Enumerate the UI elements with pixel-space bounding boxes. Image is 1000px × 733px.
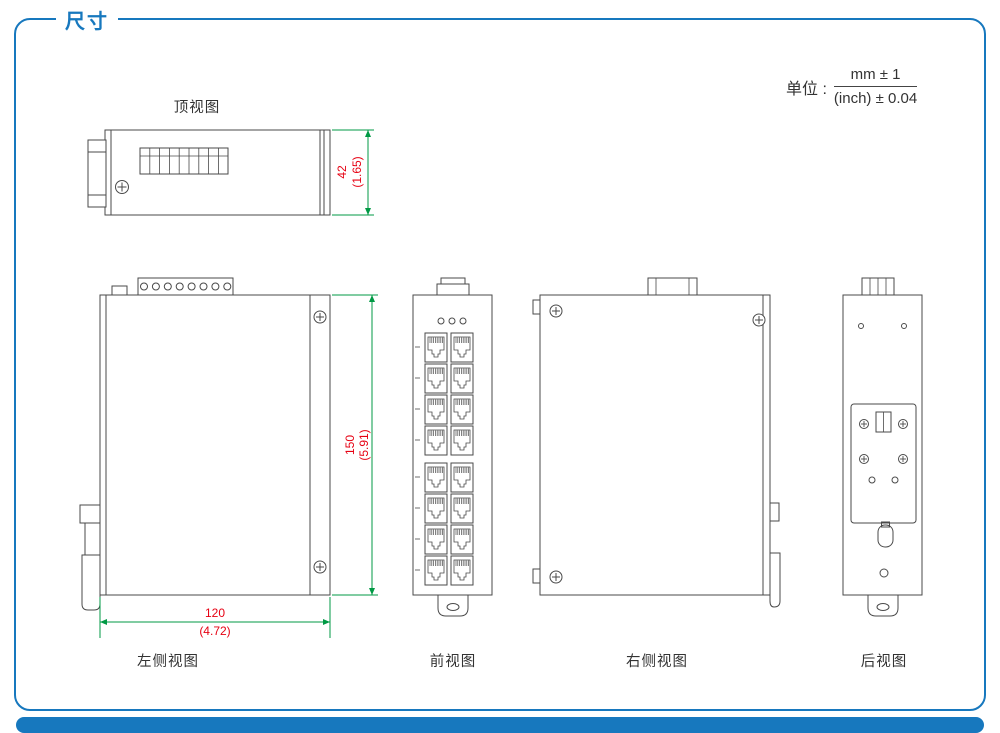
rear-view-body [842, 294, 923, 596]
grounding-tab [437, 594, 469, 617]
rj45-port [424, 363, 448, 394]
screw-icon [752, 313, 766, 327]
din-rail-plate [850, 403, 917, 524]
screw-icon [549, 304, 563, 318]
screw-icon [115, 180, 129, 194]
height-mm: 42 [335, 165, 349, 179]
terminal-block-side [111, 277, 234, 296]
rj45-port [424, 332, 448, 363]
screw-icon [549, 570, 563, 584]
terminal-block-top [139, 147, 229, 175]
rear-hole [901, 323, 907, 329]
unit-label: 单位 : [786, 80, 827, 98]
screw-icon [313, 310, 327, 324]
rj45-port [424, 493, 448, 524]
rj45-port [450, 394, 474, 425]
width-mm: 120 [205, 606, 225, 620]
rj45-port [450, 425, 474, 456]
width-dimension: 120 (4.72) [99, 597, 331, 638]
screw-icon [859, 454, 869, 464]
rj45-port [450, 555, 474, 586]
depth-inch: (5.91) [357, 429, 371, 460]
rj45-port [450, 332, 474, 363]
section-title: 尺寸 [56, 5, 118, 34]
unit-note: 单位 : mm ± 1 (inch) ± 0.04 [786, 66, 918, 107]
top-view-label: 顶视图 [173, 100, 221, 116]
led-indicators [437, 317, 467, 325]
rj45-port [450, 493, 474, 524]
rj45-port [450, 524, 474, 555]
right-top-protrusion [647, 277, 698, 296]
rj45-port [424, 394, 448, 425]
rear-top-protrusion [861, 277, 895, 296]
screw-icon [313, 560, 327, 574]
screw-icon [898, 454, 908, 464]
right-side-view-drawing [532, 277, 781, 608]
rj45-port [450, 462, 474, 493]
din-rail-clip-side [79, 504, 101, 611]
depth-mm: 150 [343, 435, 357, 455]
right-view-body [539, 294, 771, 596]
front-top-protrusion [436, 277, 470, 296]
rear-hole [858, 323, 864, 329]
rj45-port [424, 462, 448, 493]
left-side-view-drawing: 120 (4.72) 150 (5.91) [79, 277, 378, 638]
din-clip-release-tab [877, 521, 894, 548]
bottom-accent-bar [16, 717, 984, 733]
width-inch: (4.72) [199, 624, 230, 638]
port-side-ticks [415, 346, 420, 571]
front-view-drawing [412, 277, 493, 617]
din-rail-clip-side [769, 502, 781, 608]
right-side-view-label: 右侧视图 [626, 654, 688, 670]
unit-mm: mm ± 1 [833, 66, 918, 87]
din-clip-top [87, 139, 107, 208]
left-view-body [99, 294, 331, 596]
height-dimension: 42 (1.65) [332, 129, 374, 216]
panel-edge-tabs [532, 299, 541, 584]
unit-inch: (inch) ± 0.04 [833, 90, 918, 107]
height-inch: (1.65) [350, 156, 364, 187]
depth-dimension: 150 (5.91) [332, 294, 378, 596]
unit-fraction: mm ± 1 (inch) ± 0.04 [833, 66, 918, 107]
rear-view-label: 后视图 [860, 654, 908, 670]
rj45-port [424, 425, 448, 456]
grounding-tab [867, 594, 899, 617]
top-view-drawing: 42 (1.65) [87, 129, 374, 216]
left-side-view-label: 左侧视图 [137, 654, 199, 670]
front-view-label: 前视图 [429, 654, 477, 670]
screw-icon [898, 419, 908, 429]
page-border-frame [14, 18, 986, 711]
rj45-port [450, 363, 474, 394]
screw-icon [859, 419, 869, 429]
rear-view-drawing [842, 277, 923, 617]
mounting-hole [879, 568, 889, 578]
rj45-port [424, 524, 448, 555]
rj45-port [424, 555, 448, 586]
